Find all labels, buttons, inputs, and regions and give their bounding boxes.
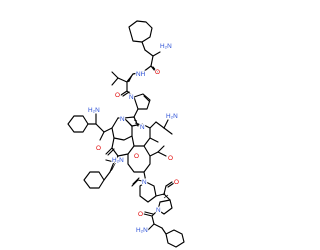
bond <box>103 171 111 181</box>
bond <box>151 215 155 225</box>
bond <box>103 127 113 133</box>
hashed-bond <box>132 116 140 125</box>
bond <box>153 223 163 229</box>
wedge-bond <box>109 161 117 173</box>
bond <box>144 211 154 215</box>
bond <box>142 65 152 73</box>
bond <box>149 151 159 157</box>
bond <box>131 179 139 187</box>
bond <box>109 161 115 173</box>
bond <box>163 185 167 195</box>
bond <box>123 116 135 119</box>
nitrogen-label-lower: N <box>142 179 147 186</box>
bond <box>122 91 130 97</box>
bond <box>143 95 150 102</box>
bond <box>111 137 115 149</box>
bond <box>113 155 119 163</box>
hashed-bond <box>162 192 169 199</box>
chemical-structure-canvas: H₂N NH N O O H₂N H₂N O N N O H₂N O N O N… <box>67 20 185 248</box>
bond <box>99 131 105 141</box>
oxygen-label-center: O <box>134 153 139 160</box>
pyrrolidine-ring-bottom <box>139 181 157 203</box>
wedge-bond <box>123 117 133 128</box>
cyclohexyl-ring-lower-left <box>83 171 105 189</box>
bond <box>137 179 147 183</box>
bond <box>152 51 161 57</box>
prolyl-nitrogen-label-top: N <box>129 94 134 101</box>
bond <box>149 121 157 129</box>
oxygen-label-top-b: O <box>115 92 120 99</box>
bond <box>150 65 156 72</box>
bond <box>155 193 165 197</box>
wedge-bond <box>126 73 134 83</box>
bond <box>157 151 167 157</box>
bond <box>165 181 173 187</box>
bond <box>143 171 147 183</box>
bond <box>120 90 128 96</box>
bond <box>126 90 135 98</box>
bond <box>132 71 144 75</box>
bond <box>143 213 153 217</box>
bond <box>151 209 159 217</box>
bond <box>117 77 128 83</box>
oxygen-label-bottom: O <box>138 211 143 218</box>
cyclohexyl-ring-left <box>67 115 89 133</box>
amine-label-right: H₂N <box>166 113 178 120</box>
bond <box>163 127 173 135</box>
bond <box>161 227 167 235</box>
central-nitrogen-label-right: N <box>140 124 145 131</box>
pyrrolidine-ring-bottom-2 <box>157 199 173 215</box>
bond <box>150 55 154 67</box>
bond-layer <box>67 20 185 248</box>
amine-label-bottom: H₂N <box>136 227 148 234</box>
pyrroline-ring-top <box>133 93 151 110</box>
bond <box>133 108 139 118</box>
bond <box>105 159 115 163</box>
bond <box>144 49 154 57</box>
bond <box>111 77 119 86</box>
bond <box>117 153 129 157</box>
molecule-structure-drawing: H₂N NH N O O H₂N H₂N O N N O H₂N O N O N… <box>67 20 185 248</box>
central-nitrogen-label-left: N <box>120 116 125 123</box>
bond <box>95 123 105 133</box>
bond <box>167 182 175 188</box>
bond <box>105 147 113 155</box>
bond <box>111 147 119 157</box>
bond <box>155 121 165 129</box>
bond <box>132 177 140 185</box>
oxygen-label-left: O <box>96 145 101 152</box>
bond <box>149 137 159 143</box>
bond <box>147 223 155 231</box>
bond <box>141 41 146 51</box>
bond <box>152 66 158 73</box>
cyclohexyl-ring-top <box>128 20 153 43</box>
oxygen-label-lower: O <box>174 179 179 186</box>
bond <box>157 145 165 153</box>
stereo-bond-layer <box>109 73 169 199</box>
amine-label-lower-mid: H₂N <box>112 157 124 164</box>
nh-label-top: NH <box>136 71 146 78</box>
oxygen-label-right: O <box>168 155 173 162</box>
cyclohexyl-ring-bottom <box>165 229 185 248</box>
bond <box>163 119 169 129</box>
amine-label-top: H₂N <box>160 43 172 50</box>
bond <box>111 71 119 79</box>
amine-label-left: H₂N <box>88 107 100 114</box>
atom-label-layer: H₂N NH N O O H₂N H₂N O N N O H₂N O N O N… <box>87 42 180 235</box>
oxygen-label-top-a: O <box>155 69 160 76</box>
prolyl-nitrogen-label-bottom: N <box>156 207 161 214</box>
central-ring-c <box>127 145 151 173</box>
bond <box>163 193 171 201</box>
